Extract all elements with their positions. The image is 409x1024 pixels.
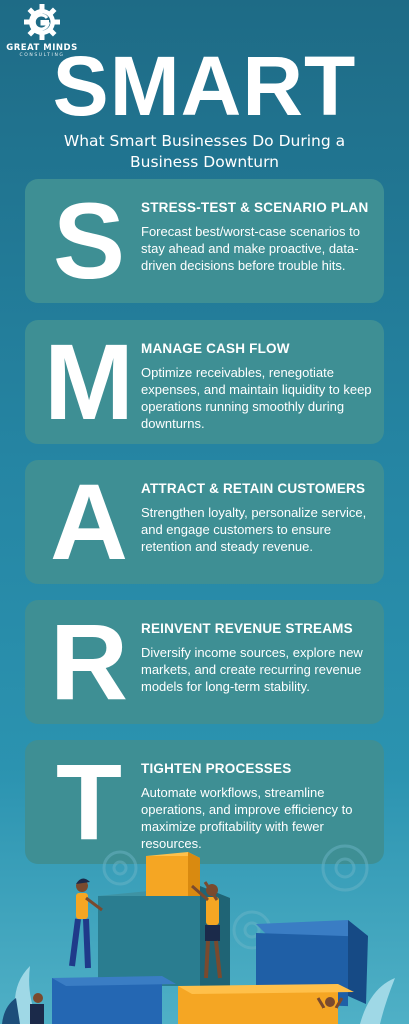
card-cash-flow: M MANAGE CASH FLOW Optimize receivables,… xyxy=(25,320,384,444)
brand-name: GREAT MINDS xyxy=(6,43,78,53)
person-bottom-left xyxy=(30,993,44,1024)
card-customers: A ATTRACT & RETAIN CUSTOMERS Strengthen … xyxy=(25,460,384,584)
card-letter: M xyxy=(44,321,134,442)
person-right xyxy=(191,881,222,979)
card-revenue: R REINVENT REVENUE STREAMS Diversify inc… xyxy=(25,600,384,724)
card-description: Automate workflows, streamline operation… xyxy=(141,785,353,851)
card-processes: T TIGHTEN PROCESSES Automate workflows, … xyxy=(25,740,384,864)
page-title: SMART xyxy=(52,39,357,133)
card-heading: STRESS-TEST & SCENARIO PLAN xyxy=(141,200,369,215)
card-letter: A xyxy=(50,461,128,582)
card-description: Optimize receivables, renegotiate expens… xyxy=(141,365,372,431)
person-bottom-right xyxy=(316,997,344,1024)
card-heading: REINVENT REVENUE STREAMS xyxy=(141,621,353,636)
card-description: Diversify income sources, explore new ma… xyxy=(141,645,363,694)
team-blocks-illustration xyxy=(2,844,395,1024)
brand-subtitle: CONSULTING xyxy=(19,53,65,58)
card-letter: T xyxy=(56,741,122,862)
page-subtitle: What Smart Businesses Do During a Busine… xyxy=(63,132,346,171)
card-heading: TIGHTEN PROCESSES xyxy=(141,761,292,776)
card-description: Strengthen loyalty, personalize service,… xyxy=(141,505,367,554)
person-left xyxy=(69,878,103,969)
card-stress-test: S STRESS-TEST & SCENARIO PLAN Forecast b… xyxy=(25,179,384,303)
card-letter: S xyxy=(52,180,126,301)
gear-logo-icon xyxy=(24,4,60,40)
card-letter: R xyxy=(50,601,128,722)
card-heading: ATTRACT & RETAIN CUSTOMERS xyxy=(141,481,366,496)
card-description: Forecast best/worst-case scenarios to st… xyxy=(141,224,360,273)
card-heading: MANAGE CASH FLOW xyxy=(141,341,290,356)
brand-logo: GREAT MINDS CONSULTING xyxy=(2,2,82,62)
